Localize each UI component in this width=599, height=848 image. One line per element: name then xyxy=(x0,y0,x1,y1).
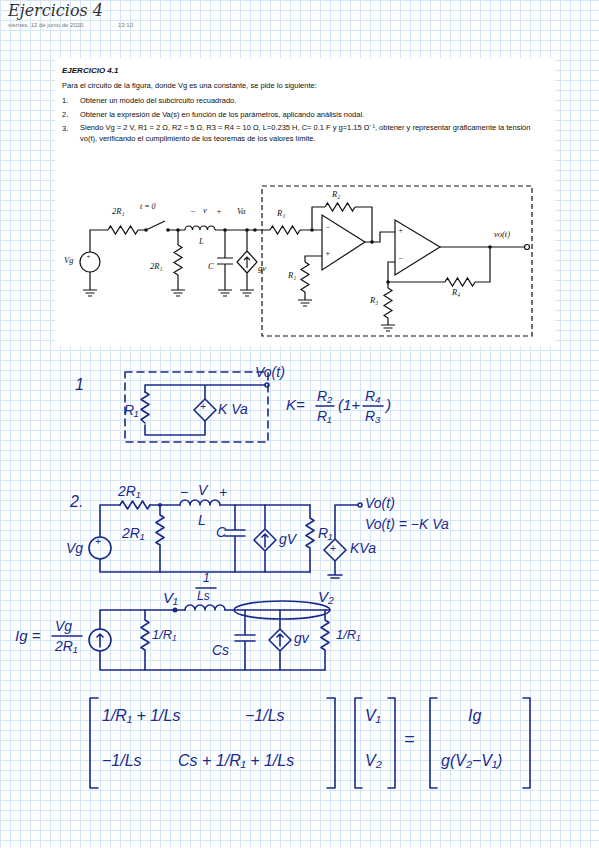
handwritten-label: + xyxy=(200,401,206,413)
circuit-label: C xyxy=(208,262,214,272)
circuit-label: Vg xyxy=(64,256,73,266)
handwritten-label: C xyxy=(216,524,226,540)
handwritten-label: + xyxy=(330,543,336,555)
circuit-label: R₂ xyxy=(332,190,340,200)
circuit-label: + xyxy=(398,226,403,235)
handwritten-label: K= xyxy=(286,396,305,413)
circuit-label: + xyxy=(325,249,330,258)
handwritten-label: 1/R₁ xyxy=(152,628,176,643)
circuit-label: − xyxy=(325,223,330,232)
statement-text: EJERCICIO 4.1 xyxy=(62,66,118,75)
handwritten-label: 2. xyxy=(70,493,83,511)
handwritten-label: g(V₂−V₁) xyxy=(441,752,502,770)
circuit-label: R₁ xyxy=(288,271,296,281)
circuit-label: L xyxy=(199,237,204,247)
statement-text: Para el circuito de la figura, donde Vg … xyxy=(62,82,317,91)
handwritten-label: K Va xyxy=(218,401,248,417)
handwritten-label: 2R₁ xyxy=(118,483,140,499)
handwritten-label: R₁ xyxy=(318,525,333,541)
circuit-label: R₁ xyxy=(277,209,285,219)
circuit-label: − xyxy=(398,254,403,263)
statement-text: 3. xyxy=(62,125,68,134)
handwritten-label: gV xyxy=(279,531,296,547)
handwritten-label: Cs + 1/R₁ + 1/Ls xyxy=(178,752,294,770)
handwritten-label: Ig xyxy=(468,707,481,725)
circuit-label: R₃ xyxy=(370,296,378,306)
handwritten-label: 2R₁ xyxy=(55,638,77,654)
handwritten-label: + xyxy=(219,484,227,500)
statement-text: Obtener la expresión de Va(s) en función… xyxy=(80,111,364,120)
handwritten-label: R₃ xyxy=(365,408,381,424)
handwritten-label: Vg xyxy=(66,540,83,556)
handwritten-label: gv xyxy=(294,630,309,646)
circuit-label: Va xyxy=(237,207,246,217)
handwritten-label: = xyxy=(404,729,415,750)
handwritten-label: + xyxy=(95,536,101,548)
handwritten-label: 1 xyxy=(203,572,210,586)
statement-text: Siendo Vg = 2 V, R1 = 2 Ω, R2 = 5 Ω, R3 … xyxy=(80,123,548,145)
circuit-label: R₄ xyxy=(452,288,460,298)
handwritten-label: (1+ xyxy=(338,396,360,413)
handwritten-label: Vo(t) xyxy=(365,495,395,511)
circuit-label: − xyxy=(190,207,196,217)
handwritten-label: Vg xyxy=(55,618,72,634)
handwritten-label: R₁ xyxy=(124,402,139,418)
handwritten-label: Ig = xyxy=(15,627,40,644)
handwritten-label: 2R₁ xyxy=(122,525,144,541)
handwritten-label: −1/Ls xyxy=(102,752,142,770)
circuit-label: + xyxy=(86,253,91,261)
handwritten-label: Cs xyxy=(212,642,229,658)
handwritten-label: Ls xyxy=(197,590,210,604)
circuit-label: v xyxy=(203,206,207,216)
handwritten-label: KVa xyxy=(350,540,376,556)
handwritten-label: V xyxy=(198,482,207,498)
handwritten-label: V₂ xyxy=(365,752,382,770)
handwritten-label: 1 xyxy=(75,376,84,394)
handwritten-label: V₂ xyxy=(318,588,334,605)
circuit-label: 2R₁ xyxy=(112,207,124,217)
handwritten-label: 1/R₁ xyxy=(336,628,360,643)
statement-text: 1. xyxy=(62,97,68,106)
handwritten-label: Vo(t) = −K Va xyxy=(365,516,449,532)
handwritten-label: R₄ xyxy=(365,388,381,404)
circuit-label: 2R₁ xyxy=(150,262,162,272)
handwritten-label: R₁ xyxy=(317,408,332,424)
circuit-label: vo(t) xyxy=(494,230,510,240)
handwritten-label: ) xyxy=(386,396,391,413)
statement-text: 2. xyxy=(62,111,68,120)
handwritten-label: V₁ xyxy=(163,589,178,606)
handwritten-label: − xyxy=(180,484,188,500)
handwritten-label: R₂ xyxy=(317,388,332,404)
circuit-label: gv xyxy=(258,264,266,274)
handwritten-label: L xyxy=(198,512,206,528)
handwritten-label: 1/R₁ + 1/Ls xyxy=(102,707,180,725)
page-title: Ejercicios 4 xyxy=(8,2,103,20)
statement-text: viernes, 12 de junio de 2020 xyxy=(8,22,83,29)
statement-text: Obtener un modelo del subcircuito recuad… xyxy=(80,97,236,106)
handwritten-label: V₁ xyxy=(365,707,381,725)
circuit-label: t = 0 xyxy=(140,202,156,211)
circuit-label: + xyxy=(216,207,222,217)
handwritten-label: Vo(t) xyxy=(255,364,285,380)
handwritten-label: −1/Ls xyxy=(245,707,285,725)
statement-text: 13:10 xyxy=(118,22,133,29)
